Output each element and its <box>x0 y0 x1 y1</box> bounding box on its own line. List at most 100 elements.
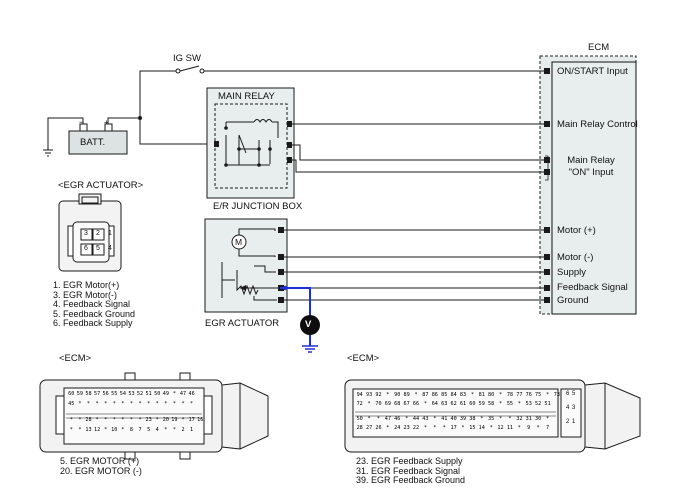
pin-number: 69 <box>384 401 391 407</box>
junction-box-label: E/R JUNCTION BOX <box>213 201 303 212</box>
pin-number: * <box>112 401 116 407</box>
pin-number: 45 <box>68 401 75 407</box>
ecm-terminal-main-relay-control: Main Relay Control <box>557 119 638 130</box>
actuator-pin-number: 1 <box>108 230 112 237</box>
pin-number: 41 <box>441 416 448 422</box>
ecm-left-connector <box>39 372 269 460</box>
pin-number: * <box>480 416 484 422</box>
actuator-connector-face <box>58 193 122 272</box>
pin-number: 40 <box>450 416 457 422</box>
ig-switch-circuit <box>139 65 545 118</box>
pin-number: 1 <box>572 419 576 425</box>
legend-item: 1. EGR Motor(+) <box>53 280 120 290</box>
ecm-terminal-main-relay-on: Main Relay "ON" Input <box>567 155 615 178</box>
pin-number: 50 <box>356 416 363 422</box>
ecm-right-connector <box>344 379 641 453</box>
pin-number: 67 <box>403 401 410 407</box>
legend-item: 3. EGR Motor(-) <box>53 289 118 300</box>
pin-number: 27 <box>365 425 373 431</box>
pin-number: 49 <box>162 391 169 397</box>
ecm-terminal-motor-minus: Motor (-) <box>557 252 594 263</box>
pin-number: * <box>95 417 99 423</box>
pin-number: 15 <box>469 425 476 431</box>
pin-number: 7 <box>545 425 550 431</box>
main-relay-label: MAIN RELAY <box>218 91 275 102</box>
pin-number: 5 <box>572 391 576 397</box>
ecm-title: ECM <box>588 42 610 53</box>
pin-number: 26 <box>375 425 382 431</box>
pin-number: 6 <box>566 391 570 397</box>
pin-number: 53 <box>525 401 532 407</box>
pin-number: * <box>489 425 493 431</box>
egr-actuator-heading: <EGR ACTUATOR> <box>58 180 144 191</box>
pin-number: * <box>470 392 474 398</box>
pin-number: * <box>69 427 73 433</box>
pin-number: * <box>121 427 125 433</box>
actuator-pin-number: 5 <box>96 245 100 252</box>
pin-number: 94 <box>356 392 363 398</box>
pin-number: * <box>423 425 427 431</box>
pin-number: * <box>367 401 371 407</box>
legend-item: 39. EGR Feedback Ground <box>356 475 466 485</box>
pin-number: 17 <box>450 425 457 431</box>
pin-number: 11 <box>506 425 514 431</box>
pin-number: 73 <box>553 392 561 398</box>
pin-number: 75 <box>534 392 542 398</box>
pin-number: 14 <box>478 425 485 431</box>
actuator-pin-number: 4 <box>108 245 112 252</box>
pin-number: 89 <box>403 392 410 398</box>
pin-number: * <box>517 401 521 407</box>
pin-number: * <box>69 417 73 423</box>
actuator-wiring <box>284 229 545 301</box>
pin-number: 8 <box>129 427 134 433</box>
motor-icon: M <box>235 237 243 247</box>
pin-number: 50 <box>154 391 161 397</box>
battery-plus-label: + <box>104 117 109 127</box>
pin-number: 2 <box>566 419 570 425</box>
pin-number: * <box>414 392 418 398</box>
pin-number: 93 <box>365 392 373 398</box>
pin-number: 22 <box>412 425 420 431</box>
pin-number: * <box>129 401 134 407</box>
egr-actuator-caption: EGR ACTUATOR <box>205 318 280 329</box>
pin-number: 52 <box>534 401 542 407</box>
pin-number: 20 <box>162 417 169 423</box>
pin-number: 84 <box>450 392 457 398</box>
pin-number: 85 <box>441 392 448 398</box>
pin-number: 61 <box>459 401 467 407</box>
pin-number: 62 <box>450 401 457 407</box>
pin-number: 52 <box>136 391 144 397</box>
pin-number: 77 <box>516 392 523 398</box>
pin-number: * <box>508 416 512 422</box>
pin-number: 51 <box>544 401 551 407</box>
pin-number: * <box>190 401 194 407</box>
pin-number: * <box>164 401 168 407</box>
pin-number: 59 <box>478 401 485 407</box>
pin-number: * <box>498 416 503 422</box>
pin-number: 51 <box>145 391 152 397</box>
pin-number: * <box>386 425 390 431</box>
pin-number: * <box>78 417 82 423</box>
legend-item: 4. Feedback Signal <box>53 299 131 309</box>
pin-number: 23 <box>145 417 152 423</box>
pin-number: * <box>172 427 176 433</box>
pin-number: * <box>121 401 125 407</box>
pin-number: 60 <box>68 391 75 397</box>
pin-number: 60 <box>469 401 476 407</box>
voltmeter-probe <box>280 285 320 353</box>
pin-number: 54 <box>119 391 126 397</box>
pin-number: 80 <box>488 392 495 398</box>
junction-box <box>206 87 295 199</box>
pin-number: * <box>405 416 409 422</box>
pin-number: * <box>367 416 371 422</box>
legend-item: 23. EGR Feedback Supply <box>356 456 463 466</box>
pin-number: 43 <box>422 416 429 422</box>
pin-number: 2 <box>181 427 185 433</box>
pin-number: 83 <box>459 392 467 398</box>
pin-number: 4 <box>155 427 159 433</box>
pin-number: * <box>181 417 185 423</box>
ecm-right-pin-legend: 23. EGR Feedback Supply 31. EGR Feedback… <box>356 456 466 486</box>
pin-number: 31 <box>525 416 532 422</box>
